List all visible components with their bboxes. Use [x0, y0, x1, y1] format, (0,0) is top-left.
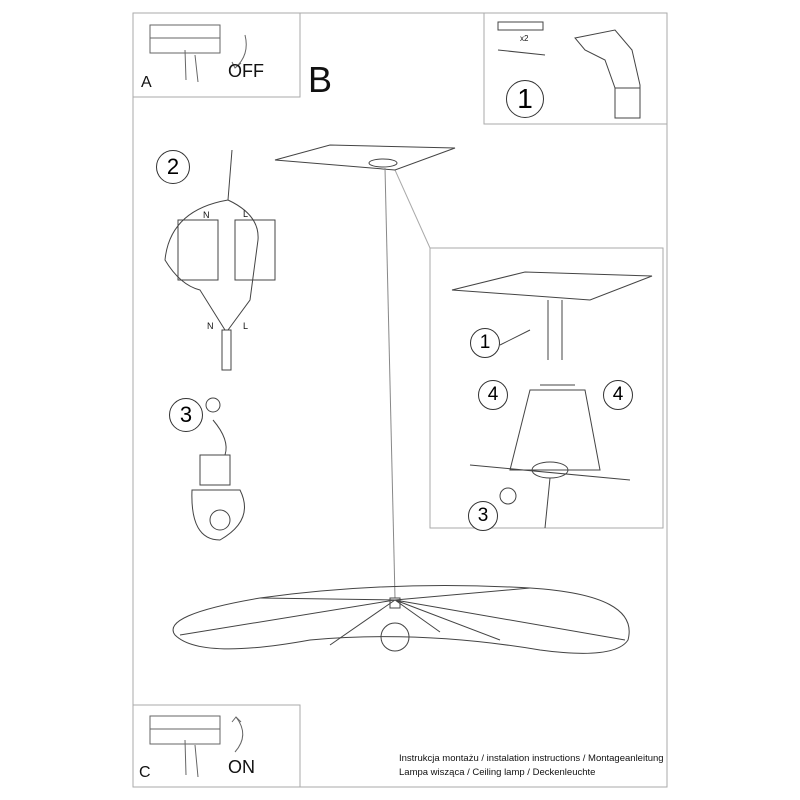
detail-step-4-right-badge: 4: [603, 380, 633, 410]
detail-frame: [429, 247, 664, 529]
neutral-label-top: N: [203, 210, 210, 220]
panel-a-frame: [133, 13, 301, 98]
off-label: OFF: [228, 61, 264, 81]
panel-c-frame: [133, 704, 301, 787]
ground-terminal: [191, 397, 245, 541]
outer-frame: [132, 12, 668, 788]
step-1-badge: 1: [506, 80, 544, 118]
terminal-block-wiring: [164, 149, 276, 371]
step-2-badge: 2: [156, 150, 190, 184]
detail-step-3-badge: 3: [468, 501, 498, 531]
panel-a-letter: A: [141, 74, 152, 91]
lamp-shade: [172, 585, 630, 654]
on-label: ON: [228, 757, 255, 777]
footer-line-1: Instrukcja montażu / instalation instruc…: [399, 753, 664, 764]
detail-mounting: [451, 271, 653, 529]
step-3-badge: 3: [169, 398, 203, 432]
breaker-off-icon: [149, 24, 247, 83]
tools-frame: [483, 13, 667, 125]
detail-step-1-badge: 1: [470, 328, 500, 358]
live-label-top: L: [243, 209, 249, 219]
quantity-label: x2: [520, 34, 529, 43]
live-label-bottom: L: [243, 321, 249, 331]
detail-step-4-left-badge: 4: [478, 380, 508, 410]
neutral-label-bottom: N: [207, 321, 214, 331]
dowel-screw-icon: [497, 21, 546, 56]
breaker-on-icon: [149, 715, 244, 778]
drill-icon: [574, 29, 641, 119]
ceiling-plate: [274, 144, 456, 171]
footer-line-2: Lampa wisząca / Ceiling lamp / Deckenleu…: [399, 767, 596, 778]
panel-c-letter: C: [139, 764, 151, 781]
suspension-cable: [384, 167, 396, 599]
panel-b-letter: B: [308, 59, 333, 100]
